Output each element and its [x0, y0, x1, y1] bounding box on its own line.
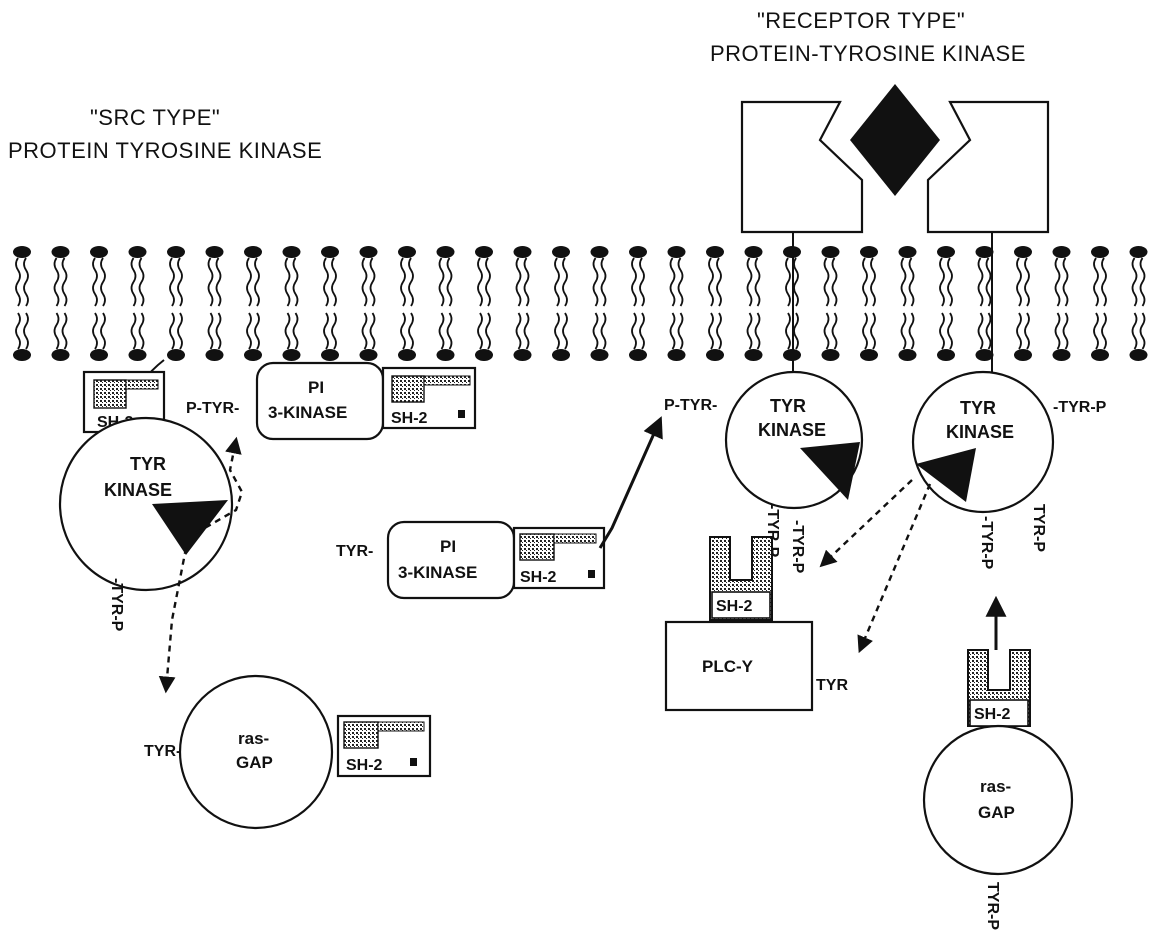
lipid-molecule — [283, 246, 301, 361]
ras-gap-right: SH-2 ras- GAP TYR-P — [924, 650, 1072, 930]
kinase-label-3: KINASE — [946, 422, 1014, 442]
lipid-molecule — [244, 246, 262, 361]
lipid-bilayer-membrane — [13, 246, 1148, 361]
tyr-p-right-label: -TYR-P — [1053, 399, 1107, 416]
tyr-prefix-label: TYR- — [336, 543, 373, 560]
src-title-line1: "SRC TYPE" — [90, 105, 220, 130]
pi-label: PI — [308, 378, 324, 397]
src-type-title: "SRC TYPE" PROTEIN TYROSINE KINASE — [8, 105, 322, 163]
sh2-label-6: SH-2 — [974, 706, 1011, 723]
lipid-molecule — [745, 246, 763, 361]
plc-label: PLC-Y — [702, 657, 754, 676]
receptor-tyr-kinase-right: TYR KINASE -TYR-P -TYR-P TYR-P — [913, 372, 1107, 570]
lipid-molecule — [514, 246, 532, 361]
pi3-kinase-middle: TYR- PI 3-KINASE SH-2 — [336, 522, 604, 598]
gap-label-2: GAP — [978, 803, 1015, 822]
tyr-label-plc: TYR — [816, 677, 848, 694]
pi3-kinase-top: P-TYR- PI 3-KINASE SH-2 — [186, 363, 475, 439]
kinase-label-2: KINASE — [758, 420, 826, 440]
plc-gamma: SH-2 PLC-Y TYR — [666, 537, 848, 710]
ras-gap-left: TYR- ras- GAP SH-2 — [144, 676, 430, 828]
lipid-molecule — [167, 246, 185, 361]
lipid-molecule — [1130, 246, 1148, 361]
sh2-label-4: SH-2 — [716, 598, 753, 615]
lipid-molecule — [129, 246, 147, 361]
lipid-molecule — [13, 246, 31, 361]
lipid-molecule — [321, 246, 339, 361]
p-tyr-label-2: P-TYR- — [664, 397, 717, 414]
tyr-prefix-label-2: TYR- — [144, 743, 181, 760]
p-tyr-label: P-TYR- — [186, 400, 239, 417]
receptor-title-line1: "RECEPTOR TYPE" — [757, 8, 965, 33]
receptor-title-line2: PROTEIN-TYROSINE KINASE — [710, 41, 1026, 66]
lipid-molecule — [475, 246, 493, 361]
lipid-molecule — [668, 246, 686, 361]
lipid-molecule — [360, 246, 378, 361]
tyr-p-label-d: TYR-P — [1030, 504, 1047, 552]
lipid-molecule — [706, 246, 724, 361]
ligand-diamond — [850, 84, 940, 196]
lipid-molecule — [976, 246, 994, 361]
lipid-molecule — [437, 246, 455, 361]
lipid-molecule — [206, 246, 224, 361]
arrow-pi3-to-receptor — [600, 420, 660, 548]
sh2-label-5: SH-2 — [346, 757, 383, 774]
tyr-p-label-c: -TYR-P — [978, 516, 995, 570]
receptor-type-title: "RECEPTOR TYPE" PROTEIN-TYROSINE KINASE — [710, 8, 1026, 66]
tyr-label-3: TYR — [960, 398, 996, 418]
src-title-line2: PROTEIN TYROSINE KINASE — [8, 138, 322, 163]
lipid-molecule — [899, 246, 917, 361]
tyr-p-side-label: -TYR-P — [108, 578, 125, 632]
lipid-molecule — [822, 246, 840, 361]
lipid-molecule — [398, 246, 416, 361]
lipid-molecule — [629, 246, 647, 361]
ras-label-2: ras- — [980, 777, 1011, 796]
gap-label: GAP — [236, 753, 273, 772]
lipid-molecule — [860, 246, 878, 361]
tyr-p-bottom-label: TYR-P — [984, 882, 1001, 930]
dashed-arrow-to-plc — [860, 484, 930, 650]
lipid-molecule — [1014, 246, 1032, 361]
tyr-label: TYR — [130, 454, 166, 474]
lipid-molecule — [1091, 246, 1109, 361]
lipid-molecule — [937, 246, 955, 361]
tyr-label-2: TYR — [770, 396, 806, 416]
kinase3-label: 3-KINASE — [268, 403, 347, 422]
kinase-label: KINASE — [104, 480, 172, 500]
sh2-label-3: SH-2 — [520, 569, 557, 586]
sh2-label-2: SH-2 — [391, 410, 428, 427]
lipid-molecule — [552, 246, 570, 361]
tyr-p-label-b: -TYR-P — [789, 520, 806, 574]
pi-label-2: PI — [440, 537, 456, 556]
lipid-molecule — [591, 246, 609, 361]
lipid-molecule — [52, 246, 70, 361]
lipid-molecule — [90, 246, 108, 361]
lipid-molecule — [1053, 246, 1071, 361]
kinase3-label-2: 3-KINASE — [398, 563, 477, 582]
ras-label: ras- — [238, 729, 269, 748]
